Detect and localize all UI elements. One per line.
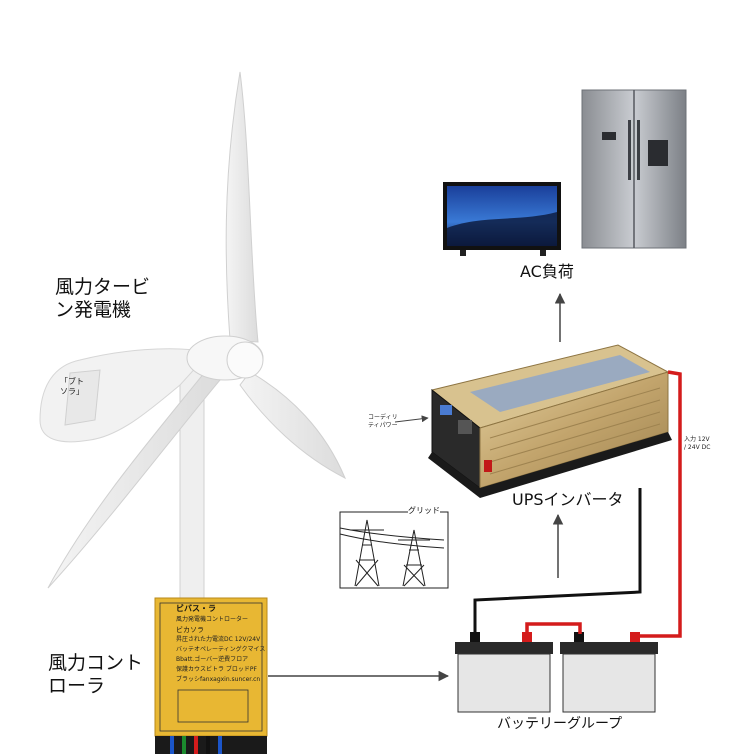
blade-tag-label: 「ブト ソラ」 — [60, 377, 84, 396]
ups-inverter-icon — [428, 344, 672, 498]
grid-tower-icon — [339, 510, 449, 589]
battery-right-icon — [560, 632, 658, 713]
battery-group-label: バッテリーグループ — [497, 716, 623, 732]
fridge-icon — [581, 89, 687, 249]
wind-controller-icon — [154, 597, 268, 754]
controller-line-1: 昇圧された力電流DC 12V/24V — [176, 636, 261, 643]
controller-line-4: 保護カウスビトラ ブロッドPF — [176, 666, 257, 673]
grid-label: グリッド — [408, 506, 440, 516]
battery-left-icon — [455, 632, 553, 713]
battery-jumper-wire — [525, 622, 582, 634]
inverter-input-annotation: 入力 12V / 24V DC — [684, 436, 711, 451]
controller-line-2: バッテオペレーティングクマイス — [176, 646, 266, 653]
wind-turbine-icon — [39, 71, 346, 754]
controller-brand: ビバス・ラ — [176, 604, 216, 613]
controller-title: 風力発電機コントローター — [176, 616, 249, 623]
controller-line-3: Bbatt.ゴーバー逆費フロア — [176, 656, 249, 663]
turbine-label: 風力タービ ン発電機 — [55, 276, 151, 321]
inverter-left-annotation: コーディリ ティパワー — [368, 414, 398, 429]
black-wire — [473, 488, 642, 636]
red-wire — [640, 370, 682, 638]
inverter-label: UPSインバータ — [512, 490, 624, 510]
controller-line-5: ブラッシfanxagxin.suncer.cn — [176, 676, 261, 683]
ac-load-label: AC負荷 — [520, 262, 574, 281]
tv-icon — [443, 182, 561, 256]
arrow-inverter-left — [394, 415, 429, 423]
controller-label: 風力コント ローラ — [48, 652, 144, 697]
controller-subtitle: ビカソラ — [176, 626, 204, 634]
